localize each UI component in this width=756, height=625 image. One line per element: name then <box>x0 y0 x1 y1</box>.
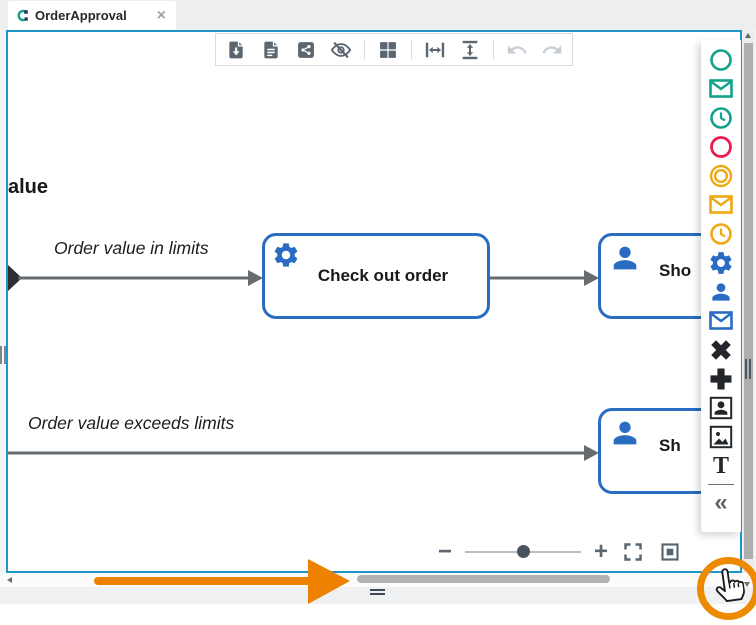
left-splitter-handle[interactable] <box>0 346 7 364</box>
palette-start-event[interactable] <box>704 45 738 74</box>
bpmn-modeler-logo-icon <box>16 9 29 22</box>
palette-timer-intermediate-event[interactable] <box>704 219 738 248</box>
document-properties-icon[interactable] <box>259 38 283 62</box>
person-icon <box>608 241 642 275</box>
toolbar-separator <box>364 39 365 60</box>
gear-icon <box>272 241 300 269</box>
diagram-canvas[interactable]: alue Order value in limits Order value e… <box>6 30 742 573</box>
palette-service-task[interactable] <box>704 248 738 277</box>
arrowhead <box>248 270 263 286</box>
tab-title: OrderApproval <box>35 8 127 23</box>
horizontal-scrollbar[interactable] <box>0 573 756 587</box>
palette-intermediate-event[interactable] <box>704 161 738 190</box>
export-file-icon[interactable] <box>224 38 248 62</box>
service-task-check-out-order[interactable]: Check out order <box>262 233 490 319</box>
grid-layout-icon[interactable] <box>376 38 400 62</box>
flow-label-in-limits[interactable]: Order value in limits <box>54 238 209 258</box>
palette-text-annotation[interactable]: T <box>704 451 738 480</box>
person-icon <box>608 416 642 450</box>
double-chevron-left-icon: « <box>714 488 728 516</box>
toolbar-separator <box>411 39 412 60</box>
hide-preview-icon[interactable] <box>329 38 353 62</box>
canvas-toolbar <box>215 33 573 66</box>
palette-timer-start-event[interactable] <box>704 103 738 132</box>
palette-collapse-button[interactable]: « <box>704 488 738 517</box>
redo-icon[interactable] <box>540 38 564 62</box>
palette-end-event[interactable] <box>704 132 738 161</box>
fullscreen-icon[interactable] <box>621 540 645 564</box>
task-label: Sh <box>659 436 681 455</box>
arrowhead <box>584 445 599 461</box>
vertical-scrollbar-thumb[interactable] <box>744 43 753 559</box>
bottom-panel <box>0 604 756 625</box>
scroll-left-icon[interactable] <box>7 577 12 583</box>
tab-bar: OrderApproval × <box>0 0 756 30</box>
zoom-slider-handle[interactable] <box>517 545 531 558</box>
fit-height-icon[interactable] <box>458 38 482 62</box>
panel-divider-band <box>0 587 756 604</box>
flow-label-exceeds-limits[interactable]: Order value exceeds limits <box>28 413 235 433</box>
zoom-controls: − + <box>438 538 682 566</box>
sequence-flows-layer <box>8 265 599 461</box>
tab-close-icon[interactable]: × <box>156 6 166 24</box>
zoom-out-icon[interactable]: − <box>438 538 453 565</box>
palette-parallel-gateway[interactable] <box>704 364 738 393</box>
zoom-in-icon[interactable]: + <box>594 538 609 565</box>
scroll-up-icon[interactable] <box>745 33 751 38</box>
bottom-splitter-handle[interactable] <box>370 589 385 596</box>
palette-message-intermediate-event[interactable] <box>704 190 738 219</box>
fit-width-icon[interactable] <box>423 38 447 62</box>
fit-to-screen-icon[interactable] <box>658 540 682 564</box>
scroll-right-icon[interactable] <box>724 577 729 583</box>
right-splitter-handle[interactable] <box>745 359 752 379</box>
vertical-scrollbar[interactable] <box>743 30 754 573</box>
task-label: Check out order <box>317 266 449 285</box>
palette-divider <box>708 484 734 485</box>
palette-message-start-event[interactable] <box>704 74 738 103</box>
palette-participant[interactable] <box>704 393 738 422</box>
share-icon[interactable] <box>294 38 318 62</box>
shape-palette: T « <box>701 40 741 532</box>
gateway-corner <box>8 265 22 291</box>
palette-exclusive-gateway[interactable] <box>704 335 738 364</box>
tab-order-approval[interactable]: OrderApproval × <box>8 1 176 30</box>
palette-send-task[interactable] <box>704 306 738 335</box>
palette-user-task[interactable] <box>704 277 738 306</box>
arrowhead <box>584 270 599 286</box>
letter-t-icon: T <box>712 452 729 479</box>
palette-image-annotation[interactable] <box>704 422 738 451</box>
toolbar-separator <box>493 39 494 60</box>
zoom-slider[interactable] <box>465 545 582 558</box>
undo-icon[interactable] <box>505 38 529 62</box>
task-label: Sho <box>659 261 692 280</box>
horizontal-scrollbar-thumb[interactable] <box>357 575 610 583</box>
gateway-label-partial[interactable]: alue <box>8 176 49 198</box>
scroll-down-icon[interactable] <box>744 582 750 587</box>
